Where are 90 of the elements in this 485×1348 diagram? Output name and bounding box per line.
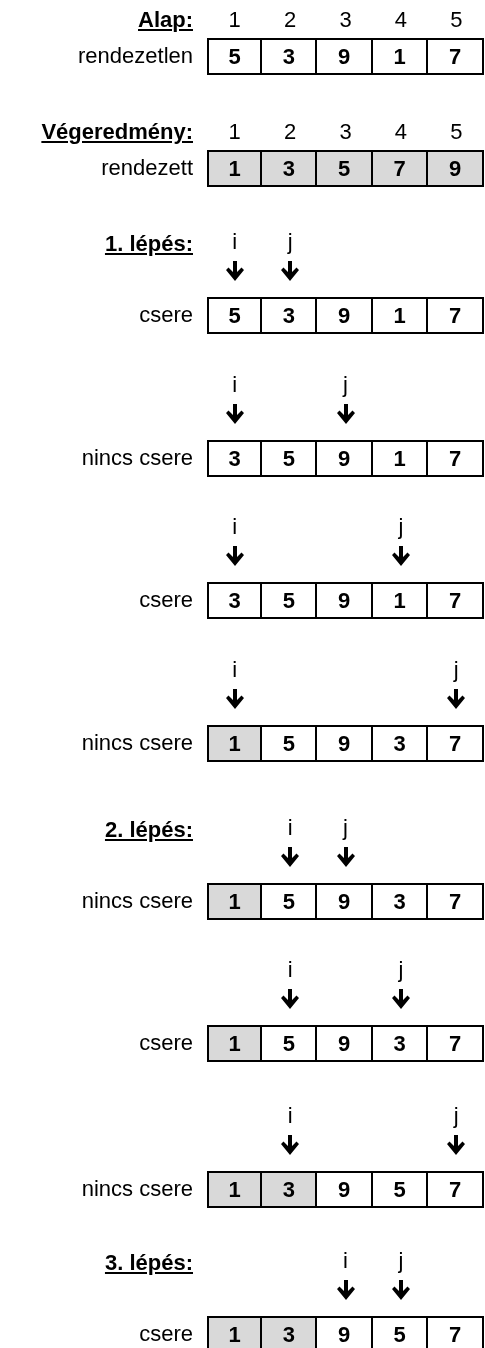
index-number: 1 bbox=[227, 119, 242, 145]
number-cell: 9 bbox=[315, 297, 374, 334]
number-cell: 3 bbox=[259, 150, 318, 187]
number-cell: 5 bbox=[259, 582, 318, 619]
number-cell: 5 bbox=[207, 38, 263, 75]
step-heading: Alap: bbox=[138, 7, 193, 33]
number-cell: 5 bbox=[207, 297, 263, 334]
pointer-label: j bbox=[286, 229, 294, 255]
pointer-label: i bbox=[286, 957, 294, 983]
index-number: 2 bbox=[282, 7, 298, 33]
number-cell: 7 bbox=[426, 1171, 484, 1208]
number-cell: 1 bbox=[207, 725, 263, 762]
number-cell: 3 bbox=[370, 883, 429, 920]
index-number: 1 bbox=[227, 7, 242, 33]
pointer-label: j bbox=[397, 514, 405, 540]
number-cell: 3 bbox=[259, 297, 318, 334]
number-cell: 9 bbox=[426, 150, 484, 187]
pointer-label: j bbox=[397, 1248, 405, 1274]
row-label: nincs csere bbox=[81, 888, 193, 914]
step-heading: Végeredmény: bbox=[41, 119, 193, 145]
number-cell: 3 bbox=[259, 1316, 318, 1348]
number-cell: 9 bbox=[315, 725, 374, 762]
pointer-label: j bbox=[452, 1103, 460, 1129]
number-cell: 5 bbox=[259, 1025, 318, 1062]
row-label: csere bbox=[139, 302, 193, 328]
pointer-label: i bbox=[286, 815, 294, 841]
number-cell: 7 bbox=[426, 1316, 484, 1348]
number-cell: 5 bbox=[259, 440, 318, 477]
row-label: nincs csere bbox=[81, 730, 193, 756]
number-cell: 9 bbox=[315, 1316, 374, 1348]
number-cell: 1 bbox=[207, 1316, 263, 1348]
number-cell: 1 bbox=[370, 38, 429, 75]
number-cell: 7 bbox=[426, 38, 484, 75]
index-number: 5 bbox=[449, 119, 464, 145]
number-cell: 7 bbox=[426, 883, 484, 920]
number-cell: 3 bbox=[259, 38, 318, 75]
pointer-label: i bbox=[231, 372, 239, 398]
row-label: rendezett bbox=[101, 155, 193, 181]
number-cell: 9 bbox=[315, 883, 374, 920]
index-number: 5 bbox=[449, 7, 464, 33]
number-cell: 7 bbox=[426, 1025, 484, 1062]
number-cell: 1 bbox=[207, 150, 263, 187]
pointer-label: j bbox=[452, 657, 460, 683]
number-cell: 9 bbox=[315, 38, 374, 75]
row-label: rendezetlen bbox=[78, 43, 193, 69]
row-label: nincs csere bbox=[81, 1176, 193, 1202]
number-cell: 9 bbox=[315, 440, 374, 477]
number-cell: 9 bbox=[315, 1025, 374, 1062]
number-cell: 7 bbox=[426, 582, 484, 619]
index-number: 3 bbox=[338, 119, 353, 145]
number-cell: 7 bbox=[426, 725, 484, 762]
pointer-label: j bbox=[341, 815, 349, 841]
number-cell: 1 bbox=[370, 440, 429, 477]
number-cell: 5 bbox=[370, 1171, 429, 1208]
number-cell: 7 bbox=[370, 150, 429, 187]
number-cell: 1 bbox=[370, 297, 429, 334]
step-heading: 2. lépés: bbox=[104, 817, 193, 843]
step-heading: 1. lépés: bbox=[104, 231, 193, 257]
index-number: 3 bbox=[338, 7, 353, 33]
number-cell: 1 bbox=[207, 883, 263, 920]
row-label: csere bbox=[139, 587, 193, 613]
number-cell: 1 bbox=[370, 582, 429, 619]
number-cell: 7 bbox=[426, 440, 484, 477]
pointer-label: i bbox=[231, 229, 239, 255]
number-cell: 3 bbox=[370, 1025, 429, 1062]
number-cell: 1 bbox=[207, 1171, 263, 1208]
row-label: nincs csere bbox=[81, 445, 193, 471]
number-cell: 3 bbox=[207, 440, 263, 477]
pointer-label: i bbox=[231, 657, 239, 683]
pointer-label: i bbox=[231, 514, 239, 540]
row-label: csere bbox=[139, 1030, 193, 1056]
row-label: csere bbox=[139, 1321, 193, 1347]
number-cell: 7 bbox=[426, 297, 484, 334]
index-number: 2 bbox=[282, 119, 298, 145]
pointer-label: i bbox=[342, 1248, 349, 1274]
pointer-label: i bbox=[286, 1103, 294, 1129]
number-cell: 9 bbox=[315, 582, 374, 619]
number-cell: 5 bbox=[259, 883, 318, 920]
number-cell: 3 bbox=[207, 582, 263, 619]
number-cell: 1 bbox=[207, 1025, 263, 1062]
index-number: 4 bbox=[393, 7, 408, 33]
number-cell: 5 bbox=[259, 725, 318, 762]
pointer-label: j bbox=[341, 372, 349, 398]
number-cell: 3 bbox=[370, 725, 429, 762]
pointer-label: j bbox=[397, 957, 405, 983]
number-cell: 9 bbox=[315, 1171, 374, 1208]
number-cell: 5 bbox=[315, 150, 374, 187]
index-number: 4 bbox=[393, 119, 408, 145]
number-cell: 3 bbox=[259, 1171, 318, 1208]
step-heading: 3. lépés: bbox=[104, 1250, 193, 1276]
